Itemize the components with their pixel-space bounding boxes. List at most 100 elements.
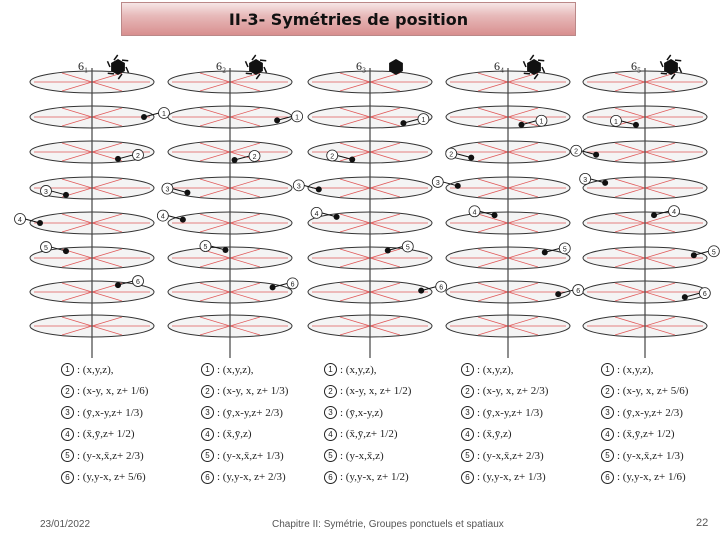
equation-text: : (y-x,x̄,z+ 1/3) [217,449,284,462]
position-marker-label: 4 [18,217,22,224]
blade-mark [678,66,683,74]
position-marker [286,277,299,290]
equation-line: 1: (x,y,z), [601,360,693,379]
position-marker-label: 1 [614,119,618,126]
equation-text: : (y-x,x̄,z+ 2/3) [77,449,144,462]
equation-number: 6 [324,470,337,484]
position-marker [326,149,339,162]
blade-mark [113,54,119,61]
blade-mark [259,59,267,62]
blade-mark [666,54,672,61]
page-title: II-3- Symétries de position [228,9,469,29]
blade-mark [537,59,545,62]
position-marker [132,149,144,161]
position-marker-label: 6 [439,285,443,292]
equation-line: 2: (x-y, x, z+ 2/3) [461,382,553,401]
equation-text: : (x-y, x, z+ 1/6) [77,385,149,397]
equation-line: 6: (y,y-x, z+ 5/6) [61,468,153,487]
position-marker [579,172,592,185]
position-marker-label: 6 [136,279,140,286]
equation-number: 3 [61,406,74,419]
position-dot [468,154,475,161]
blade-mark [106,60,111,68]
position-marker-label: 5 [204,244,208,251]
position-marker [431,176,444,188]
equation-line: 4: (x̄,ȳ,z+ 1/2) [324,425,416,444]
equation-text: : (x̄,ȳ,z+ 1/2) [617,428,675,440]
equation-number: 4 [601,427,614,441]
blade-mark [541,66,546,74]
leader-arrow [620,120,637,126]
equation-text: : (x̄,ȳ,z+ 1/2) [340,428,398,440]
blade-mark [523,72,531,75]
blade-mark [674,59,682,62]
equation-line: 2: (x-y, x, z+ 5/6) [601,382,693,401]
position-marker-label: 3 [583,177,587,184]
equation-number: 1 [324,363,337,376]
equation-text: : (ȳ,x-y,z) [340,406,383,419]
position-marker-label: 2 [449,152,453,159]
equation-number: 1 [461,363,474,376]
equation-line: 2: (x-y, x, z+ 1/6) [61,382,153,401]
leader-arrow [143,112,160,118]
blade-mark [263,66,268,74]
position-marker [292,179,305,192]
equation-line: 6: (y,y-x, z+ 1/2) [324,468,416,487]
position-dot [349,156,356,163]
equation-number: 5 [601,449,614,462]
equation-number: 6 [61,470,74,484]
equation-text: : (ȳ,x-y,z+ 1/3) [477,406,543,419]
axis-label: 6₁ [78,59,88,73]
equation-number: 4 [61,427,74,441]
position-marker [310,206,323,219]
equation-box: 1: (x,y,z),2: (x-y, x, z+ 1/3)3: (ȳ,x-y,… [195,360,293,506]
leader-arrow [684,292,700,298]
position-marker-label: 6 [703,291,707,298]
blade-mark [251,54,257,61]
leader-arrow [442,181,458,187]
leader-arrow [321,212,337,218]
position-marker [610,114,622,127]
position-marker-label: 6 [291,281,295,288]
hexagon-symbol-icon [249,59,263,75]
position-marker [401,240,414,253]
position-marker-label: 1 [295,114,299,121]
equation-number: 6 [601,470,614,484]
equation-text: : (x,y,z), [477,363,514,376]
equation-line: 3: (ȳ,x-y,z+ 2/3) [201,403,293,422]
equation-text: : (ȳ,x-y,z+ 2/3) [217,406,283,419]
hexagon-symbol-icon [527,59,541,75]
equation-text: : (y,y-x, z+ 2/3) [217,471,286,483]
blade-mark [107,72,115,75]
position-marker-label: 4 [161,214,165,221]
position-marker-label: 2 [330,154,334,161]
equation-text: : (y-x,x̄,z+ 1/3) [617,449,684,462]
position-marker [707,245,720,258]
leader-arrow [479,210,495,216]
equation-number: 5 [324,449,337,462]
equation-number: 1 [601,363,614,376]
position-marker-label: 1 [162,111,166,118]
equation-line: 5: (y-x,x̄,z) [324,446,416,465]
equation-text: : (x,y,z), [617,363,654,376]
equation-number: 4 [324,427,337,441]
equation-number: 6 [201,470,214,484]
position-marker [698,287,711,300]
equation-number: 2 [324,384,337,398]
equation-line: 2: (x-y, x, z+ 1/2) [324,382,416,401]
axis-label: 6₄ [494,59,504,73]
leader-arrow [276,115,293,121]
blade-mark [659,60,664,68]
leader-arrow [172,188,188,194]
position-marker [199,240,212,252]
position-marker [417,113,430,126]
equation-line: 4: (x̄,ȳ,z+ 1/2) [61,425,153,444]
leader-arrow [117,154,134,160]
hexagon-symbol-icon [664,59,678,75]
blade-mark [670,73,676,80]
position-marker [248,150,261,162]
